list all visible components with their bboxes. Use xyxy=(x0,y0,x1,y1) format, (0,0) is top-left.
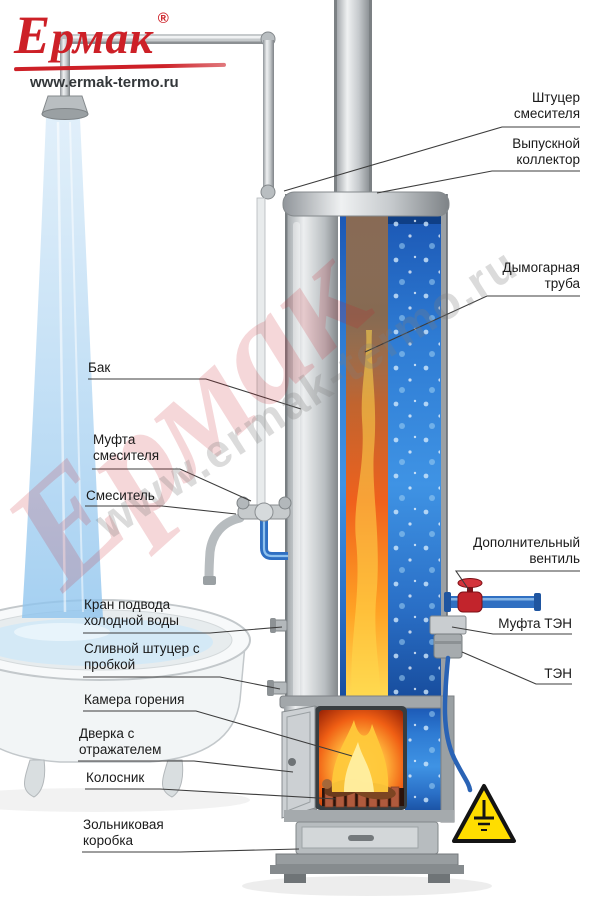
flue-flame-tube xyxy=(346,216,388,710)
label-outlet-collector: Выпускной коллектор xyxy=(512,136,580,167)
mixer-fitting-part xyxy=(260,184,276,200)
fire xyxy=(322,720,396,800)
mixer-spout xyxy=(204,513,245,583)
leader-line-outlet-collector xyxy=(376,170,580,194)
bathtub xyxy=(0,599,251,798)
firebox xyxy=(270,695,464,883)
chimney-pipe xyxy=(324,0,382,213)
brand-website: www.ermak-termo.ru xyxy=(30,74,179,92)
leader-lines xyxy=(78,126,580,853)
label-drain-fitting: Сливной штуцер с пробкой xyxy=(84,641,200,672)
brand-logo: Ермак ® www.ermak-termo.ru xyxy=(13,5,254,92)
heater-assembly xyxy=(429,578,541,793)
label-door-reflector: Дверка с отражателем xyxy=(79,726,162,757)
leader-line-mixer xyxy=(85,505,237,515)
label-ash-box: Зольниковая коробка xyxy=(83,817,164,848)
mixer-assembly xyxy=(203,197,292,585)
label-combustion-chamber: Камера горения xyxy=(84,692,185,707)
brand-name: Ермак xyxy=(14,5,154,65)
shower-stream xyxy=(14,118,110,641)
label-heater-coupling: Муфта ТЭН xyxy=(498,616,572,631)
leader-line-combustion-chamber xyxy=(83,710,353,757)
leader-line-drain-fitting xyxy=(83,676,281,690)
ash-box-part xyxy=(295,821,439,855)
leader-line-grate xyxy=(85,788,337,800)
label-heater: ТЭН xyxy=(544,666,572,681)
water-tank xyxy=(267,191,450,816)
grounding-warning-icon xyxy=(452,784,516,843)
shower-head xyxy=(41,95,89,120)
extra-valve-part xyxy=(457,578,483,613)
leader-line-mixer-coupling xyxy=(92,468,252,502)
label-mixer-coupling: Муфта смесителя xyxy=(93,432,160,463)
leader-line-mixer-fitting xyxy=(283,126,580,192)
leader-line-tank xyxy=(88,378,302,410)
label-extra-valve: Дополнительный вентиль xyxy=(473,535,580,566)
label-mixer-fitting: Штуцер смесителя xyxy=(513,90,580,121)
label-tank: Бак xyxy=(88,360,111,375)
leader-line-flue-tube xyxy=(364,295,580,353)
firebox-door xyxy=(281,705,316,819)
leader-line-heater-coupling xyxy=(451,626,572,635)
label-cold-water-valve: Кран подвода холодной воды xyxy=(84,597,179,628)
label-flue-tube: Дымогарная труба xyxy=(502,260,580,291)
label-grate: Колосник xyxy=(86,770,145,785)
leader-line-door xyxy=(78,760,294,773)
leader-line-heater xyxy=(461,651,572,685)
heater-element-part xyxy=(429,615,467,659)
label-mixer: Смеситель xyxy=(86,488,155,503)
leader-line-cold-water-valve xyxy=(83,626,283,634)
tank-top-cap xyxy=(282,191,450,217)
ground-cable xyxy=(442,655,473,793)
leader-line-extra-valve xyxy=(454,570,580,591)
leader-line-ash-box xyxy=(82,848,300,853)
registered-mark-icon: ® xyxy=(157,10,169,27)
